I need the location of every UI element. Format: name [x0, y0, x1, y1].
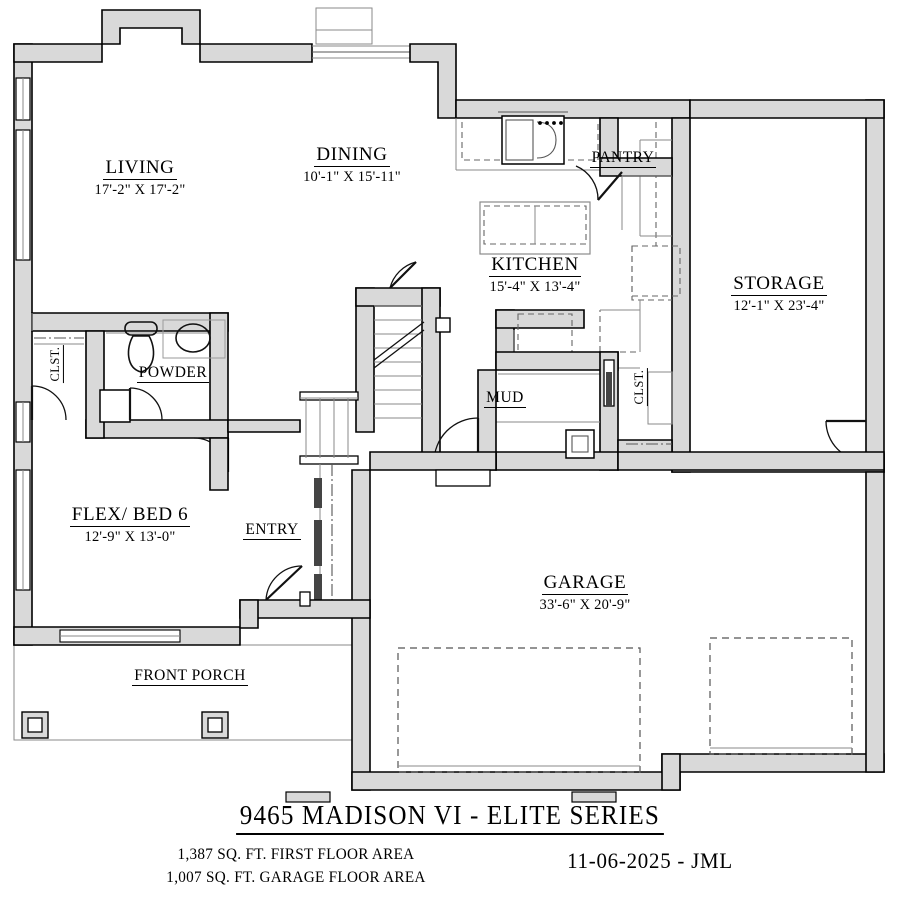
- room-label-kitchen: KITCHEN 15'-4" X 13'-4": [424, 255, 646, 296]
- vanity-sink-fixture: [162, 319, 226, 359]
- plan-title: 9465 MADISON VI - ELITE SERIES: [236, 800, 664, 835]
- room-name: KITCHEN: [489, 254, 581, 277]
- room-dimensions: 12'-1" X 23'-4": [733, 297, 825, 314]
- hall-closet-door: [30, 385, 67, 421]
- front-wall: [13, 626, 241, 646]
- room-name: DINING: [314, 144, 390, 167]
- room-name: MUD: [484, 389, 526, 409]
- room-label-mud: MUD: [450, 389, 560, 409]
- room-name: ENTRY: [243, 521, 301, 541]
- area-summary: 1,387 SQ. FT. FIRST FLOOR AREA 1,007 SQ.…: [96, 843, 496, 889]
- room-name: POWDER: [136, 364, 210, 384]
- room-dimensions: 17'-2" X 17'-2": [94, 181, 186, 198]
- title-block-top-marks: [285, 791, 617, 803]
- staircase: [299, 287, 451, 600]
- room-label-pantry: PANTRY: [563, 149, 683, 169]
- room-name: LIVING: [103, 157, 177, 180]
- room-label-dining: DINING 10'-1" X 15'-11": [232, 145, 472, 186]
- room-name: GARAGE: [541, 572, 629, 595]
- room-label-flex-bed-6: FLEX/ BED 6 12'-9" X 13'-0": [20, 505, 240, 546]
- room-dimensions: 10'-1" X 15'-11": [303, 168, 401, 185]
- room-name: FRONT PORCH: [132, 667, 248, 687]
- windows-left-wall: [15, 77, 31, 591]
- room-name: STORAGE: [731, 273, 827, 296]
- room-label-powder: POWDER: [108, 364, 238, 384]
- stair-door: [389, 261, 417, 289]
- garage-walls: [239, 451, 885, 791]
- first-floor-area: 1,387 SQ. FT. FIRST FLOOR AREA: [177, 846, 415, 863]
- room-label-closet-mud: CLST.: [630, 352, 649, 422]
- room-label-closet-hall: CLST.: [46, 329, 65, 399]
- title-block: 9465 MADISON VI - ELITE SERIES: [0, 800, 900, 835]
- garage-floor-area: 1,007 SQ. FT. GARAGE FLOOR AREA: [166, 869, 426, 887]
- mudroom: [433, 351, 673, 471]
- date-and-initials: 11-06-2025 - JML: [470, 848, 830, 874]
- room-name: CLST.: [632, 367, 649, 407]
- room-dimensions: 33'-6" X 20'-9": [539, 596, 631, 613]
- room-label-garage: GARAGE 33'-6" X 20'-9": [474, 573, 696, 614]
- entry-door: [265, 565, 311, 607]
- room-dimensions: 15'-4" X 13'-4": [489, 278, 581, 295]
- powder-door: [128, 387, 163, 421]
- room-label-storage: STORAGE 12'-1" X 23'-4": [668, 274, 890, 315]
- kitchen-cabinets: [455, 111, 681, 369]
- room-label-entry: ENTRY: [222, 521, 322, 541]
- kitchen-island: [479, 201, 591, 255]
- date-text: 11-06-2025 - JML: [567, 848, 733, 873]
- powder-and-closet-walls: [31, 312, 229, 439]
- room-name: CLST.: [48, 344, 65, 384]
- hall-walls: [209, 419, 301, 491]
- room-dimensions: 12'-9" X 13'-0": [84, 528, 176, 545]
- toilet-fixture: [124, 321, 158, 373]
- room-name: PANTRY: [589, 149, 657, 169]
- room-name: FLEX/ BED 6: [69, 504, 191, 527]
- pantry: [575, 117, 673, 230]
- room-label-living: LIVING 17'-2" X 17'-2": [20, 158, 260, 199]
- front-porch-slab: [13, 644, 353, 741]
- room-label-front-porch: FRONT PORCH: [110, 667, 270, 687]
